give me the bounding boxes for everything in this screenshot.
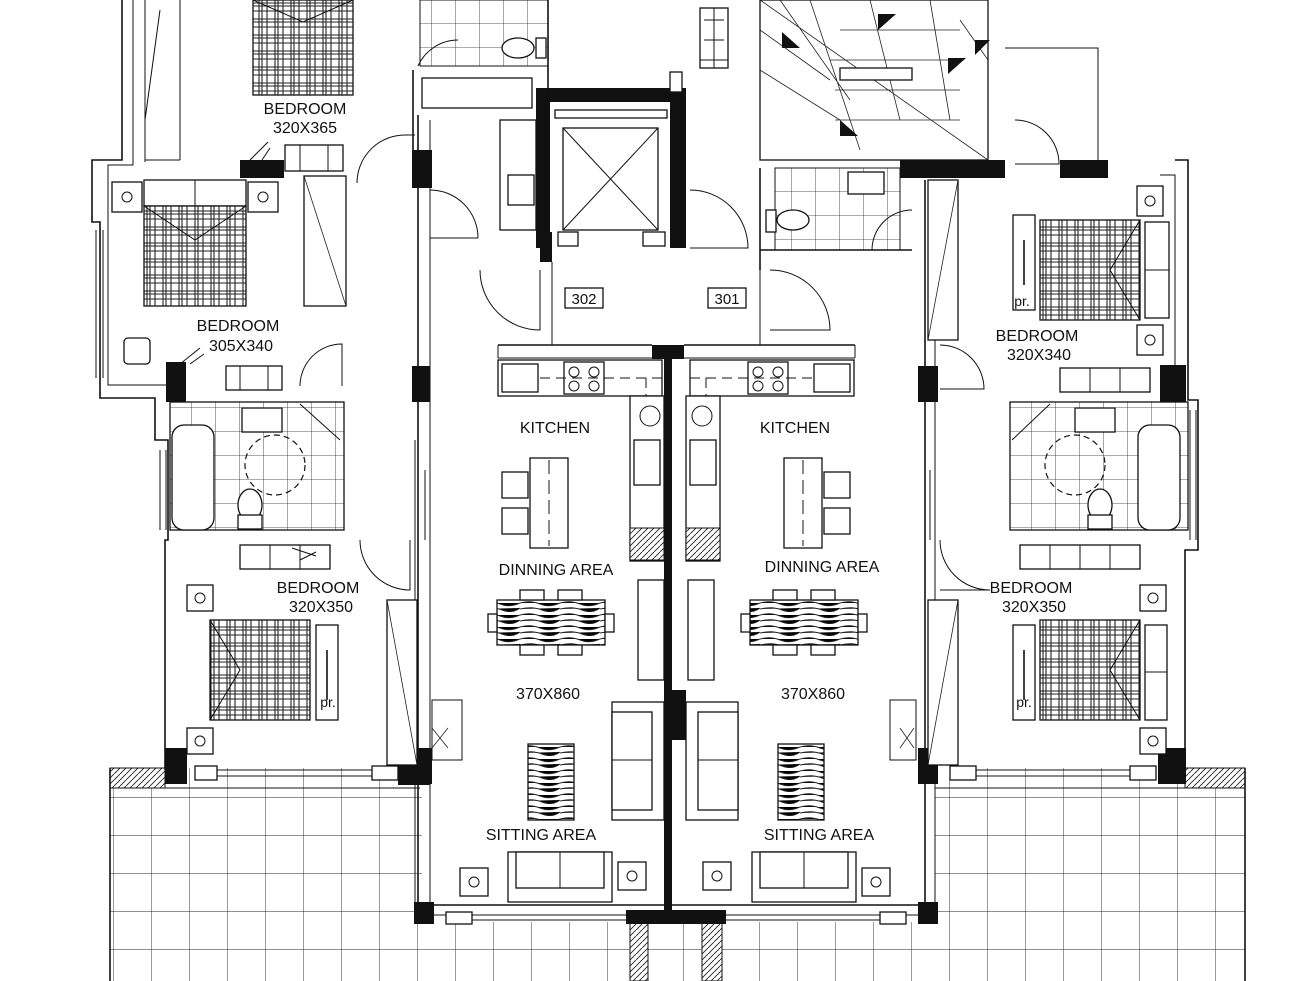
- dining-right-label: DINNING AREA: [765, 559, 880, 576]
- kitchen-left: [497, 359, 665, 562]
- living-left-size: 370X860: [516, 686, 580, 703]
- kitchen-right: [685, 359, 855, 562]
- sofa-left-front: [507, 851, 613, 903]
- sideboard-left: [637, 579, 665, 681]
- sideboard-right: [687, 579, 715, 681]
- living-right-size: 370X860: [781, 686, 845, 703]
- unit-number-301-text: 301: [714, 291, 739, 308]
- sitting-left-label: SITTING AREA: [486, 827, 597, 844]
- dining-left-label: DINNING AREA: [499, 562, 614, 579]
- windows: [95, 230, 1197, 925]
- kitchen-left-label: KITCHEN: [520, 420, 590, 437]
- bathroom-top-left: [412, 0, 549, 150]
- bedroom-left-low: [186, 544, 339, 755]
- bedroom-top-size: 320X365: [273, 120, 337, 137]
- structural-columns: [165, 88, 1186, 924]
- bathroom-right: [1009, 401, 1189, 531]
- breakfast-bar-right: [783, 457, 851, 549]
- bedroom-top-label: BEDROOM: [264, 101, 347, 118]
- wardrobes: [144, 0, 959, 766]
- wardrobe-label-right-mid: pr.: [1014, 293, 1030, 309]
- bedroom-left-mid: [111, 179, 283, 391]
- side-tables: [459, 861, 891, 897]
- bedroom-right-mid: [1012, 185, 1170, 393]
- sofa-right-side: [685, 701, 739, 821]
- staircase: [759, 0, 990, 161]
- bedroom-right-low: [1012, 544, 1168, 755]
- bedroom-left-mid-label: BEDROOM: [197, 318, 280, 335]
- bedroom-left-mid-size: 305X340: [209, 338, 273, 355]
- bathroom-lift-left: [429, 119, 537, 239]
- sofa-left-side: [611, 701, 665, 821]
- wardrobe-label-right-low: pr.: [1016, 694, 1032, 710]
- wardrobe-label-left: pr.: [320, 694, 336, 710]
- unit-number-302: 302: [564, 287, 604, 309]
- bedroom-left-low-label: BEDROOM: [277, 580, 360, 597]
- terrace-front: [418, 911, 938, 981]
- coffee-table-left: [527, 743, 575, 821]
- terrace-right: [935, 767, 1246, 981]
- bathroom-left: [169, 401, 345, 531]
- bedroom-left-low-size: 320X350: [289, 599, 353, 616]
- coffee-table-right: [777, 743, 825, 821]
- bedroom-right-mid-size: 320X340: [1007, 347, 1071, 364]
- dining-table-left: [487, 589, 615, 656]
- terrace-left: [109, 767, 422, 981]
- bedroom-top: [249, 0, 354, 172]
- bathroom-top-right: [759, 167, 913, 270]
- bedroom-right-mid-label: BEDROOM: [996, 328, 1079, 345]
- wheelchair-icon: [669, 7, 729, 93]
- unit-number-301: 301: [707, 287, 747, 309]
- sofa-right-front: [751, 851, 857, 903]
- breakfast-bar-left: [501, 457, 569, 549]
- sitting-right-label: SITTING AREA: [764, 827, 875, 844]
- corridor: [497, 262, 856, 359]
- bedroom-right-low-size: 320X350: [1002, 599, 1066, 616]
- bedroom-right-low-label: BEDROOM: [990, 580, 1073, 597]
- lift-shaft: [554, 109, 668, 247]
- kitchen-right-label: KITCHEN: [760, 420, 830, 437]
- dining-table-right: [740, 589, 868, 656]
- unit-number-302-text: 302: [571, 291, 596, 308]
